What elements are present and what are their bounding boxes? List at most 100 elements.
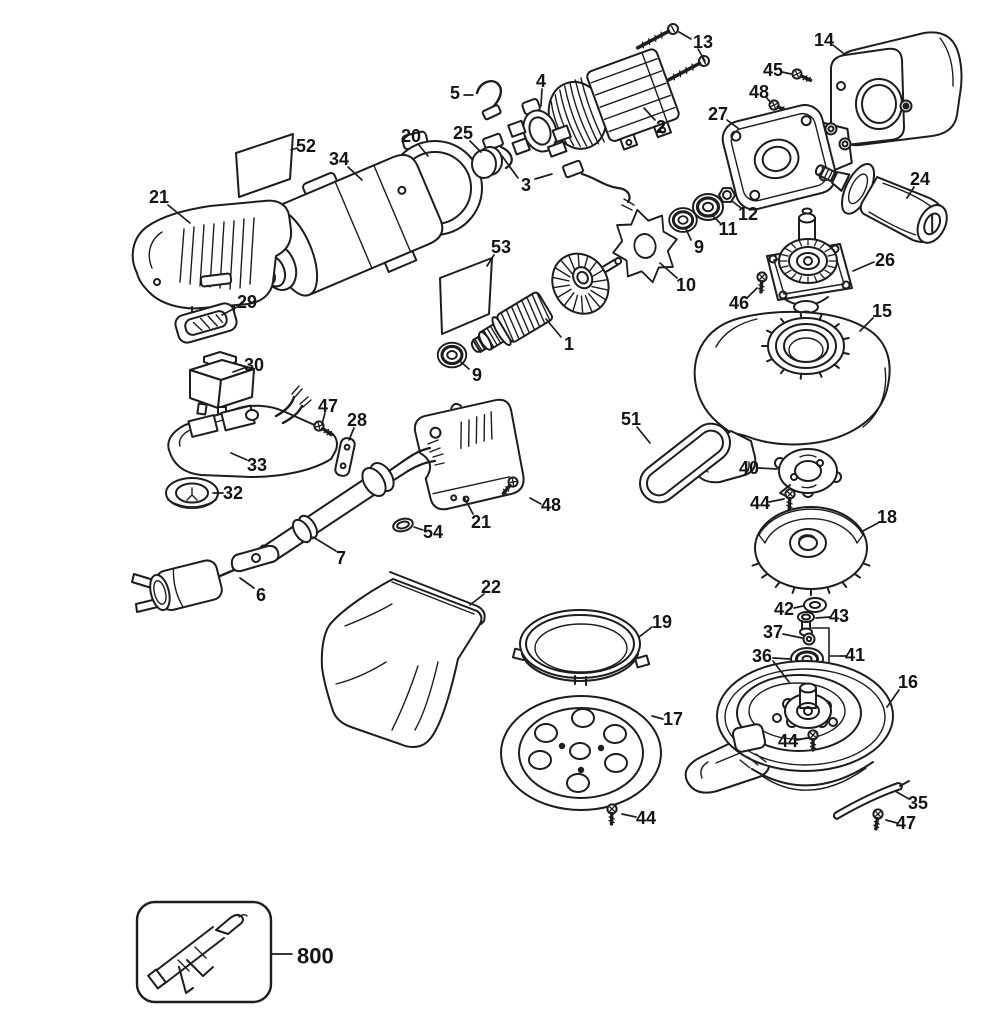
callout-15: 15	[859, 301, 892, 332]
part-number-label: 36	[752, 646, 772, 666]
part-armature-1	[470, 252, 623, 354]
callout-54: 54	[413, 522, 443, 542]
callout-28: 28	[347, 410, 367, 441]
callout-47: 47	[318, 396, 338, 425]
callout-52: 52	[290, 136, 316, 156]
part-number-label: 21	[471, 512, 491, 532]
callout-42: 42	[774, 599, 804, 619]
part-number-label: 4	[536, 71, 546, 91]
part-number-label: 11	[718, 219, 737, 239]
part-number-label: 30	[244, 355, 264, 375]
castellation-teeth	[761, 312, 850, 380]
part-switch-cover-29	[174, 302, 238, 344]
callout-7: 7	[312, 536, 346, 568]
part-number-label: 33	[247, 455, 267, 475]
part-bearing-9r	[667, 206, 699, 234]
callout-1: 1	[545, 318, 574, 354]
part-wiring-33	[167, 385, 338, 478]
part-number-label: 44	[636, 808, 656, 828]
callout-29: 29	[221, 292, 257, 316]
part-oring-54	[392, 517, 414, 533]
callout-37: 37	[763, 622, 803, 642]
callout-34: 34	[329, 149, 363, 181]
callout-27: 27	[708, 104, 740, 130]
part-number-label: 16	[898, 672, 918, 692]
part-number-label: 32	[223, 483, 243, 503]
part-number-label: 19	[652, 612, 672, 632]
part-number-label: 26	[875, 250, 895, 270]
part-number-label: 3	[521, 175, 531, 195]
part-number-label: 47	[896, 813, 916, 833]
callout-3: 3	[501, 155, 553, 195]
part-clamp-plate-28	[334, 437, 356, 477]
part-number-label: 20	[401, 126, 421, 146]
part-housing-half-21b	[413, 398, 525, 511]
part-belt-51	[638, 422, 732, 504]
part-number-label: 18	[877, 507, 897, 527]
callout-24: 24	[906, 169, 930, 199]
part-platen-17	[500, 695, 662, 811]
part-number-label: 37	[763, 622, 783, 642]
part-washer-42	[803, 597, 827, 613]
part-number-label: 52	[296, 136, 316, 156]
part-number-label: 45	[763, 60, 783, 80]
inset-lubricant-800	[135, 900, 273, 1004]
callout-36: 36	[752, 646, 791, 683]
callout-47: 47	[885, 813, 916, 833]
callout-35: 35	[894, 790, 928, 813]
part-number-label: 1	[564, 334, 574, 354]
callout-9: 9	[460, 361, 482, 385]
callout-14: 14	[814, 30, 844, 54]
part-number-label: 7	[336, 548, 346, 568]
part-retainer-40	[774, 448, 842, 498]
callout-51: 51	[621, 409, 651, 444]
part-bearing-11	[691, 192, 725, 222]
part-nut-12	[718, 187, 736, 203]
callout-5: 5	[450, 83, 474, 103]
part-number-label: 53	[491, 237, 511, 257]
part-number-label: 10	[676, 275, 696, 295]
part-lead-wire-5	[475, 80, 503, 121]
part-number-label: 13	[693, 32, 713, 52]
callout-53: 53	[486, 237, 511, 267]
part-number-label: 17	[663, 709, 683, 729]
callout-40: 40	[739, 458, 778, 478]
callout-45: 45	[763, 60, 792, 80]
callout-9: 9	[685, 228, 704, 257]
diagram-svg: 1314454827254252035234212930333247285319…	[40, 16, 1000, 1016]
part-number-label: 21	[149, 187, 169, 207]
part-number-label: 46	[729, 293, 749, 313]
part-number-label: 40	[739, 458, 759, 478]
part-number-label: 22	[481, 577, 501, 597]
part-number-label: 34	[329, 149, 349, 169]
callout-12: 12	[731, 200, 758, 224]
callout-2: 2	[643, 107, 666, 137]
part-brush-holder-4	[507, 98, 572, 158]
artwork	[131, 20, 963, 1004]
part-bearing-plate-27	[721, 104, 853, 211]
part-number-label: 51	[621, 409, 641, 429]
part-nut-37	[802, 632, 816, 646]
part-base-housing-16	[684, 660, 894, 794]
part-number-label: 9	[472, 365, 482, 385]
part-number-label: 48	[749, 82, 769, 102]
callout-21: 21	[463, 496, 491, 532]
callout-46: 46	[729, 287, 758, 313]
part-number-label: 12	[738, 204, 758, 224]
part-number-label: 28	[347, 410, 367, 430]
part-brushes-3	[482, 132, 635, 211]
part-switch-30	[189, 351, 255, 418]
callout-16: 16	[886, 672, 918, 708]
part-number-label: 35	[908, 793, 928, 813]
callout-4: 4	[536, 71, 546, 107]
callout-6: 6	[239, 577, 266, 605]
part-number-label: 44	[750, 493, 770, 513]
part-number-label: 25	[453, 123, 473, 143]
part-number-label: 41	[845, 645, 865, 665]
part-bolt-43	[797, 611, 815, 637]
part-blower-housing-15	[691, 310, 891, 484]
part-number-label: 44	[778, 731, 798, 751]
part-grommet-32	[165, 477, 219, 509]
